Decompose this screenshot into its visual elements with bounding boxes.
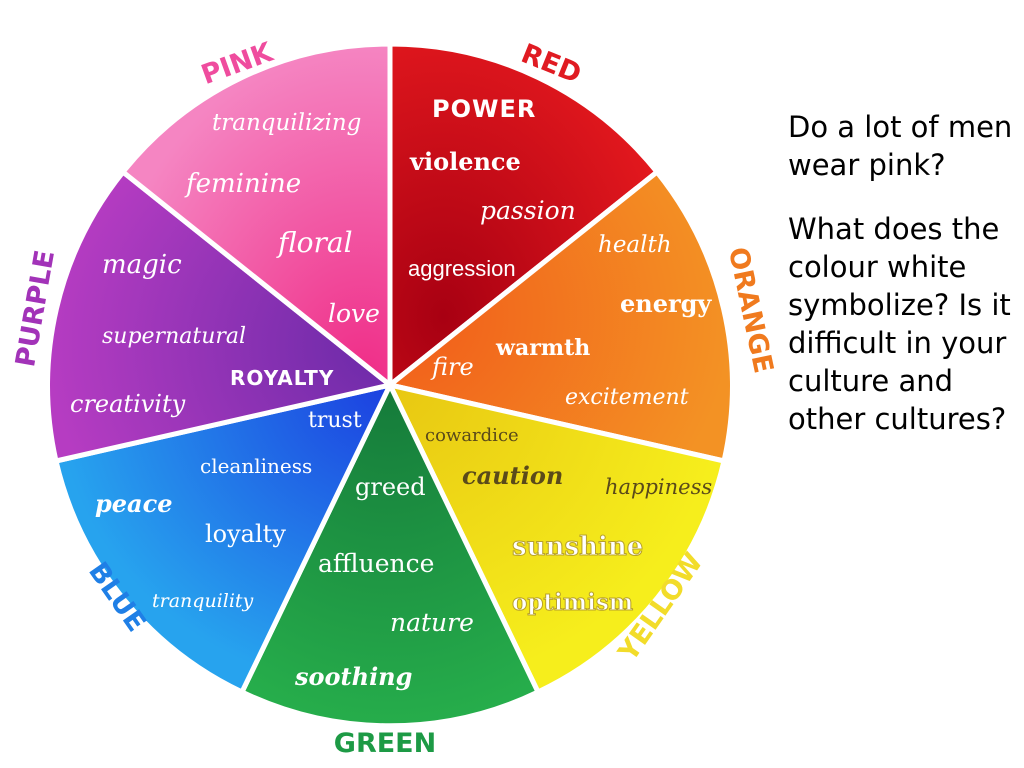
keyword-feminine: feminine [184,169,301,199]
keyword-tranquility: tranquility [152,590,254,612]
keyword-trust: trust [308,408,362,433]
question-panel: Do a lot of men wear pink? What does the… [788,108,1016,464]
wedge-red [387,41,660,388]
wedge-purple [45,169,393,464]
keyword-fire: fire [430,353,474,381]
keyword-aggression: aggression [408,256,516,281]
keyword-soothing: soothing [294,662,412,691]
wedge-blue [53,382,393,695]
keyword-affluence: affluence [318,549,434,578]
keyword-loyalty: loyalty [205,520,286,548]
keyword-greed: greed [355,473,426,501]
keyword-health: health [598,232,672,258]
keyword-violence: violence [409,147,521,176]
color-wheel: RED ORANGE YELLOW GREEN BLUE PURPLE PINK… [10,37,779,759]
wedge-pink [120,41,393,388]
keyword-love: love [328,299,380,328]
keyword-cowardice: cowardice [425,425,519,446]
wedge-green [239,382,541,729]
keyword-power: POWER [432,95,536,123]
keyword-magic: magic [102,250,182,280]
keyword-tranquilizing: tranquilizing [212,110,361,136]
keyword-cleanliness: cleanliness [200,454,312,478]
keyword-nature: nature [390,608,474,637]
keyword-excitement: excitement [565,385,689,410]
keyword-supernatural: supernatural [102,324,246,349]
color-name-green: GREEN [334,728,436,759]
keyword-optimism: optimism [512,589,633,616]
keyword-royalty: ROYALTY [230,366,334,390]
keyword-floral: floral [276,226,353,259]
question-white-symbolize: What does the colour white symbolize? Is… [788,212,1011,436]
keyword-energy: energy [620,289,712,318]
keyword-passion: passion [480,196,576,225]
wedge-orange [387,169,735,464]
wedge-yellow [387,382,727,695]
question-men-wear-pink: Do a lot of men wear pink? [788,110,1013,182]
keyword-happiness: happiness [605,475,712,499]
keyword-sunshine: sunshine [512,532,643,562]
keyword-peace: peace [95,489,172,518]
keyword-warmth: warmth [495,335,590,361]
keyword-creativity: creativity [70,390,186,418]
keyword-caution: caution [462,461,563,490]
